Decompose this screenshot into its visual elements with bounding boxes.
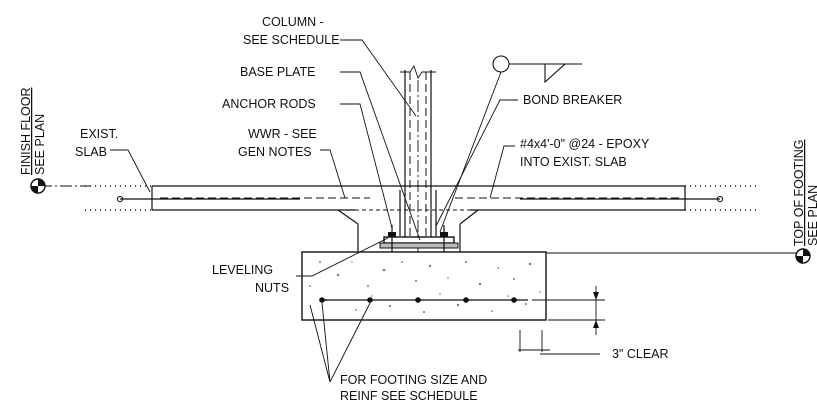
- finish-floor-label-line2: SEE PLAN: [33, 114, 47, 175]
- column-label-line2: SEE SCHEDULE: [243, 33, 340, 47]
- anchor-rods-label: ANCHOR RODS: [222, 97, 316, 111]
- leveling-nuts-label-line2: NUTS: [255, 281, 289, 295]
- finish-floor-label: FINISH FLOOR: [19, 87, 33, 175]
- annotation-labels: COLUMN - SEE SCHEDULE BASE PLATE ANCHOR …: [75, 15, 669, 402]
- top-of-footing-elevation: [546, 248, 811, 264]
- finish-floor-label-group: FINISH FLOOR SEE PLAN: [19, 87, 47, 175]
- wwr-label-line2: GEN NOTES: [238, 145, 312, 159]
- leader-lines: [110, 39, 518, 383]
- base-plate-label: BASE PLATE: [240, 65, 316, 79]
- clear-label: 3" CLEAR: [612, 347, 669, 361]
- existing-slab: [85, 185, 760, 252]
- exist-slab-label: EXIST.: [80, 127, 118, 141]
- top-of-footing-label-group: TOP OF FOOTING SEE PLAN: [792, 140, 817, 247]
- footing-note-label: FOR FOOTING SIZE AND: [340, 373, 487, 387]
- footing-note-label-line2: REINF SEE SCHEDULE: [340, 389, 478, 402]
- bond-breaker: [399, 190, 437, 236]
- clear-dimension: [518, 286, 605, 355]
- column-label: COLUMN -: [262, 15, 324, 29]
- dowel-label-line2: INTO EXIST. SLAB: [520, 155, 627, 169]
- exist-slab-label-line2: SLAB: [75, 145, 107, 159]
- finish-floor-elevation: [30, 178, 90, 194]
- bond-breaker-label: BOND BREAKER: [523, 93, 622, 107]
- weld-symbol: [439, 55, 582, 233]
- dowel-label: #4x4'-0" @24 - EPOXY: [520, 137, 650, 151]
- wwr-label: WWR - SEE: [248, 127, 317, 141]
- leveling-nuts-label: LEVELING: [212, 263, 273, 277]
- top-of-footing-label-line2: SEE PLAN: [806, 185, 817, 246]
- epoxy-dowels: [116, 195, 724, 203]
- top-of-footing-label: TOP OF FOOTING: [792, 140, 806, 247]
- footing: [301, 251, 547, 321]
